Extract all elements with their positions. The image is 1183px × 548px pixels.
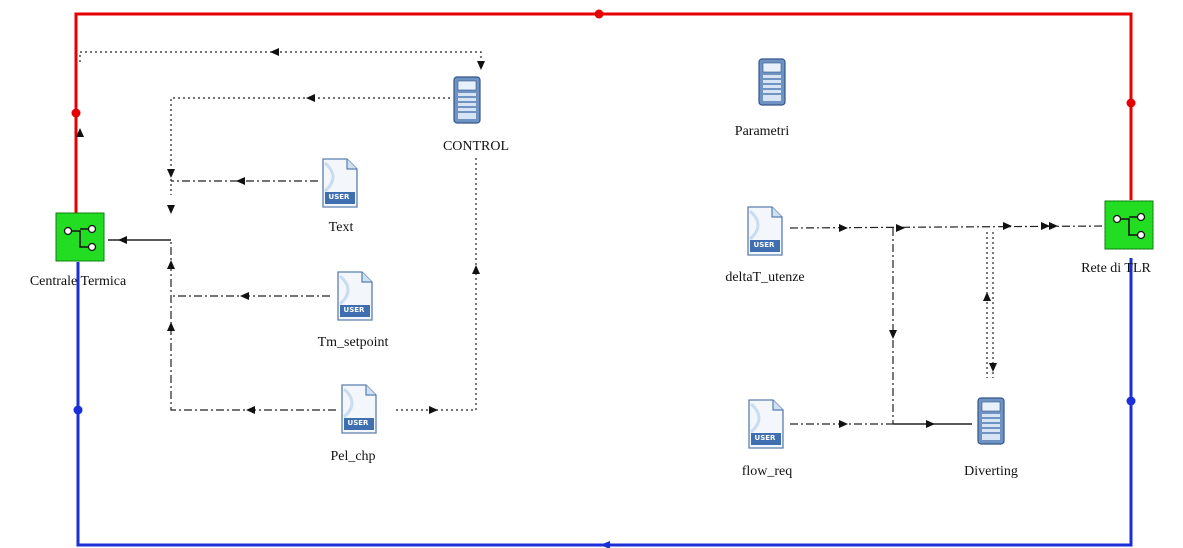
return-pipe-arrow [600, 541, 610, 548]
component-label: Text [329, 220, 354, 235]
network-block-icon [1104, 200, 1154, 250]
parametri-component[interactable]: Parametri [735, 58, 790, 139]
return-pipe-loop [76, 258, 1133, 547]
network-block-icon [55, 212, 105, 262]
user-file-tag: USER [344, 306, 366, 314]
control-links-left [79, 51, 482, 411]
supply-pipe-node [71, 108, 81, 118]
component-label: CONTROL [443, 139, 509, 154]
diverting-component[interactable]: Diverting [964, 397, 1018, 479]
user-file-tag: USER [329, 193, 351, 201]
return-pipe-node [73, 405, 83, 415]
calculator-icon [453, 76, 481, 124]
deltat-utenze-user-file[interactable]: USER deltaT_utenze [725, 205, 805, 285]
component-label: deltaT_utenze [725, 270, 804, 285]
user-file-tag: USER [755, 434, 777, 442]
control-links-right [789, 225, 1106, 425]
component-label: flow_req [742, 464, 793, 479]
return-pipe-node [1126, 396, 1136, 406]
control-arrows-right [839, 222, 1058, 428]
component-label: Centrale Termica [30, 274, 127, 289]
centrale-termica-block[interactable]: Centrale Termica [30, 212, 127, 289]
rete-tlr-block[interactable]: Rete di TLR [1081, 200, 1154, 276]
component-label: Diverting [964, 464, 1018, 479]
control-component[interactable]: CONTROL [443, 76, 509, 154]
calculator-icon [758, 58, 786, 106]
component-label: Tm_setpoint [318, 335, 389, 350]
flow-req-user-file[interactable]: USER flow_req [742, 398, 793, 479]
component-label: Rete di TLR [1081, 261, 1151, 276]
component-label: Parametri [735, 124, 790, 139]
supply-pipe-node [594, 9, 604, 19]
supply-pipe-node [1126, 98, 1136, 108]
user-file-tag: USER [348, 419, 370, 427]
control-arrows-left [76, 48, 485, 414]
user-file-tag: USER [754, 241, 776, 249]
component-label: Pel_chp [330, 449, 375, 464]
tm-setpoint-user-file[interactable]: USER Tm_setpoint [318, 270, 389, 350]
supply-pipe-loop [74, 12, 1133, 215]
calculator-icon [977, 397, 1005, 445]
text-user-file[interactable]: USER Text [321, 157, 359, 235]
pel-chp-user-file[interactable]: USER Pel_chp [330, 383, 378, 464]
